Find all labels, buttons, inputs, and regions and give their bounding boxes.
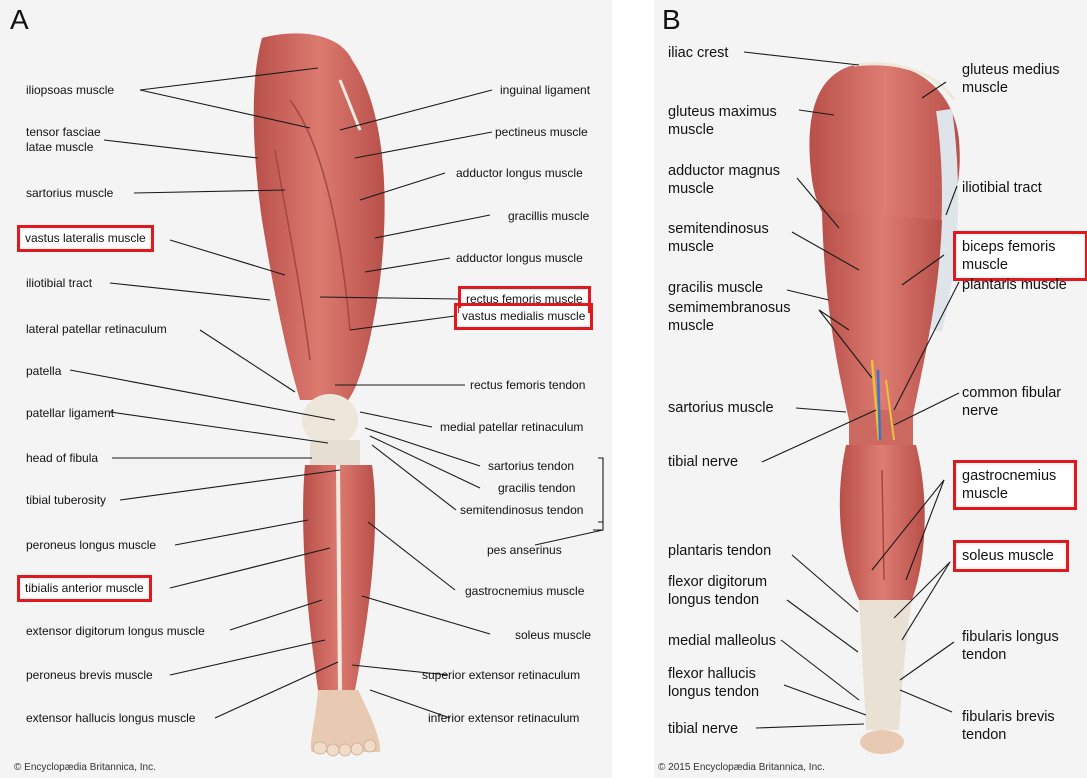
achilles-region (859, 600, 912, 730)
label-semitendinosus-tendon: semitendinosus tendon (460, 503, 583, 518)
label-semitendinosus-muscle: semitendinosus muscle (668, 220, 769, 256)
label-lateral-patellar-retinaculum: lateral patellar retinaculum (26, 322, 167, 337)
label-extensor-hallucis-longus: extensor hallucis longus muscle (26, 711, 195, 726)
label-patella: patella (26, 364, 61, 379)
label-rectus-femoris-tendon: rectus femoris tendon (470, 378, 585, 393)
label-gastrocnemius-highlighted: gastrocnemius muscle (958, 465, 1072, 505)
label-tibial-nerve-2: tibial nerve (668, 720, 738, 738)
label-adductor-magnus: adductor magnus muscle (668, 162, 780, 198)
label-gluteus-maximus: gluteus maximus muscle (668, 103, 777, 139)
label-iliotibial-tract-b: iliotibial tract (962, 179, 1042, 197)
label-medial-malleolus: medial malleolus (668, 632, 776, 650)
credit-panel-b: © 2015 Encyclopædia Britannica, Inc. (658, 762, 825, 773)
label-semimembranosus-muscle: semimembranosus muscle (668, 299, 791, 335)
label-adductor-longus-muscle-2: adductor longus muscle (456, 251, 583, 266)
label-gastrocnemius-muscle: gastrocnemius muscle (465, 584, 584, 599)
panel-label-a: A (10, 4, 29, 36)
label-flexor-digitorum-longus-tendon: flexor digitorum longus tendon (668, 573, 767, 609)
label-peroneus-longus-muscle: peroneus longus muscle (26, 538, 156, 553)
heel (860, 730, 904, 754)
label-gracilis-muscle: gracilis muscle (668, 279, 763, 297)
label-extensor-digitorum-longus: extensor digitorum longus muscle (26, 624, 205, 639)
label-fibularis-brevis-tendon: fibularis brevis tendon (962, 708, 1055, 744)
knee-patella (302, 394, 358, 446)
label-pes-anserinus: pes anserinus (487, 543, 562, 558)
label-gracillis-muscle: gracillis muscle (508, 209, 589, 224)
label-peroneus-brevis-muscle: peroneus brevis muscle (26, 668, 153, 683)
label-sartorius-muscle-b: sartorius muscle (668, 399, 774, 417)
label-soleus-highlighted: soleus muscle (958, 545, 1064, 567)
label-fibularis-longus-tendon: fibularis longus tendon (962, 628, 1059, 664)
label-tensor-fasciae-latae: tensor fasciae latae muscle (26, 125, 101, 155)
label-tibialis-anterior-highlighted: tibialis anterior muscle (22, 580, 147, 597)
label-pectineus-muscle: pectineus muscle (495, 125, 588, 140)
panel-b-posterior-leg: B iliac crest gluteus maximus muscle add… (654, 0, 1087, 778)
label-adductor-longus-muscle-1: adductor longus muscle (456, 166, 583, 181)
label-vastus-medialis-highlighted: vastus medialis muscle (459, 308, 588, 325)
label-sartorius-muscle: sartorius muscle (26, 186, 113, 201)
label-patellar-ligament: patellar ligament (26, 406, 114, 421)
label-medial-patellar-retinaculum: medial patellar retinaculum (440, 420, 583, 435)
label-vastus-lateralis-highlighted: vastus lateralis muscle (22, 230, 149, 247)
label-iliac-crest: iliac crest (668, 44, 728, 62)
label-plantaris-tendon: plantaris tendon (668, 542, 771, 560)
label-iliotibial-tract: iliotibial tract (26, 276, 92, 291)
label-gluteus-medius: gluteus medius muscle (962, 61, 1060, 97)
panel-a-anterior-leg: A iliopsoas muscle tensor fasciae latae … (0, 0, 612, 778)
label-common-fibular-nerve: common fibular nerve (962, 384, 1061, 420)
label-biceps-femoris-highlighted: biceps femoris muscle (958, 236, 1083, 276)
label-soleus-muscle: soleus muscle (515, 628, 591, 643)
label-iliopsoas-muscle: iliopsoas muscle (26, 83, 114, 98)
label-gracilis-tendon: gracilis tendon (498, 481, 575, 496)
label-inferior-extensor-retinaculum: inferior extensor retinaculum (428, 711, 579, 726)
panel-label-b: B (662, 4, 681, 36)
label-tibial-tuberosity: tibial tuberosity (26, 493, 106, 508)
label-flexor-hallucis-longus-tendon: flexor hallucis longus tendon (668, 665, 759, 701)
credit-panel-a: © Encyclopædia Britannica, Inc. (14, 762, 156, 773)
label-sartorius-tendon: sartorius tendon (488, 459, 574, 474)
label-head-of-fibula: head of fibula (26, 451, 98, 466)
label-superior-extensor-retinaculum: superior extensor retinaculum (422, 668, 580, 683)
posterior-thigh (822, 210, 942, 420)
label-tibial-nerve-1: tibial nerve (668, 453, 738, 471)
thigh-muscles (254, 33, 385, 400)
label-plantaris-muscle: plantaris muscle (962, 276, 1067, 294)
label-rectus-femoris-highlighted: rectus femoris muscle (463, 291, 586, 308)
label-inguinal-ligament: inguinal ligament (500, 83, 590, 98)
